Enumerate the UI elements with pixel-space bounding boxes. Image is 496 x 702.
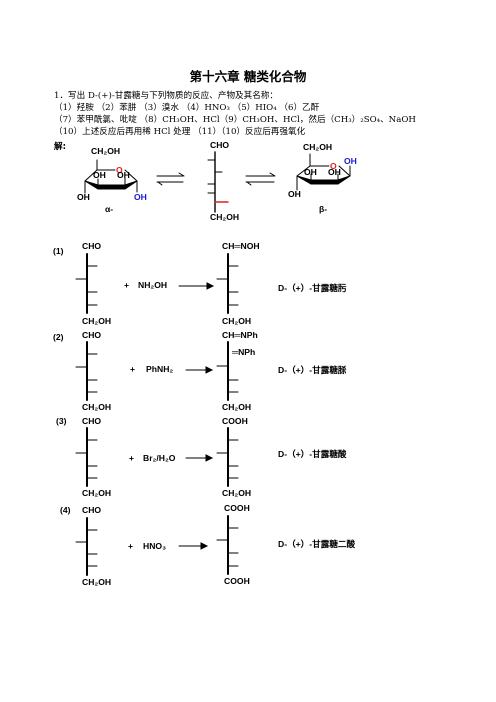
alpha-anomeric-oh: OH <box>134 192 147 202</box>
reaction-number: (3) <box>56 416 67 426</box>
alpha-oh-label: OH <box>93 170 106 180</box>
reaction-2-start <box>75 341 98 401</box>
reaction-start-top: CHO <box>82 505 101 515</box>
reaction-number: (2) <box>53 332 64 342</box>
reaction-start-top: CHO <box>82 416 101 426</box>
reaction-start-bottom: CH₂OH <box>82 577 111 587</box>
alpha-ring-structure <box>84 159 138 194</box>
reaction-reagent: Br₂/H₂O <box>143 453 176 463</box>
reaction-number: (1) <box>53 246 64 256</box>
reaction-start-top: CHO <box>82 330 101 340</box>
chain-ch2oh-label: CH₂OH <box>210 212 239 222</box>
reaction-product-bottom: CH₂OH <box>222 402 251 412</box>
answer-label: 解: <box>54 142 67 152</box>
reaction-number: (4) <box>60 505 71 515</box>
alpha-oh-label: OH <box>77 192 90 202</box>
beta-ring-oxygen: O <box>330 161 337 171</box>
reaction-product-bottom: COOH <box>224 576 250 586</box>
reaction-product-name: D-（+）-甘露糖酸 <box>278 448 347 459</box>
beta-oh-label: OH <box>328 167 341 177</box>
reaction-reagent: PhNH₂ <box>146 364 173 374</box>
question-line-3: （7）苯甲酰氯、吡啶 （8）CH₃OH、HCl（9）CH₃OH、HCl，然后（C… <box>54 115 416 125</box>
page-title: 第十六章 糖类化合物 <box>189 69 307 84</box>
beta-ch2oh-label: CH₂OH <box>303 142 332 152</box>
reaction-plus: + <box>128 541 133 551</box>
reaction-product-top: CH═NPh <box>222 330 258 340</box>
reaction-reagent: HNO₃ <box>143 541 166 551</box>
chain-cho-label: CHO <box>210 140 229 150</box>
question-line-2: （1）羟胺 （2）苯肼 （3）溴水 （4）HNO₃ （5）HIO₄ （6）乙酐 <box>54 103 320 113</box>
reaction-product-name: D-（+）-甘露糖二酸 <box>278 538 356 549</box>
reaction-product-bottom: CH₂OH <box>222 316 251 326</box>
reaction-start-bottom: CH₂OH <box>82 402 111 412</box>
beta-tag: β- <box>319 204 327 214</box>
reaction-product-name: D-（+）-甘露糖脎 <box>278 364 347 375</box>
reaction-2-product <box>216 341 239 401</box>
beta-oh-label: OH <box>304 167 317 177</box>
reaction-reagent: NH₂OH <box>138 280 167 290</box>
reaction-4-product <box>216 515 239 575</box>
beta-anomeric-oh: OH <box>344 156 357 166</box>
reaction-start-top: CHO <box>82 241 101 251</box>
reaction-product-extra: ═NPh <box>231 347 255 357</box>
reaction-product-top: COOH <box>224 503 250 513</box>
beta-oh-label: OH <box>288 189 301 199</box>
reaction-1-product <box>216 253 239 314</box>
reaction-3-start <box>75 427 98 487</box>
alpha-oh-label: OH <box>117 170 130 180</box>
reaction-start-bottom: CH₂OH <box>82 316 111 326</box>
alpha-tag: α- <box>105 204 113 214</box>
reaction-plus: + <box>130 364 135 374</box>
chain-structure <box>207 151 229 213</box>
reaction-1-start <box>75 253 98 314</box>
question-line-4: （10）上述反应后再用稀 HCl 处理 （11）（10）反应后再强氧化 <box>54 127 306 137</box>
reaction-product-top: CH═NOH <box>222 241 260 251</box>
reaction-plus: + <box>129 453 134 463</box>
reaction-start-bottom: CH₂OH <box>82 488 111 498</box>
reaction-product-bottom: CH₂OH <box>222 488 251 498</box>
reaction-plus: + <box>124 280 129 290</box>
alpha-ch2oh-label: CH₂OH <box>91 146 120 156</box>
reaction-4-start <box>75 517 98 576</box>
alpha-ring-oxygen: O <box>116 165 123 175</box>
beta-ring-structure <box>296 153 351 191</box>
question-line-1: 1．写出 D-(+)-甘露糖与下列物质的反应、产物及其名称： <box>54 91 279 101</box>
reaction-3-product <box>216 427 239 487</box>
reaction-product-top: COOH <box>222 416 248 426</box>
reaction-product-name: D-（+）-甘露糖肟 <box>278 282 347 293</box>
